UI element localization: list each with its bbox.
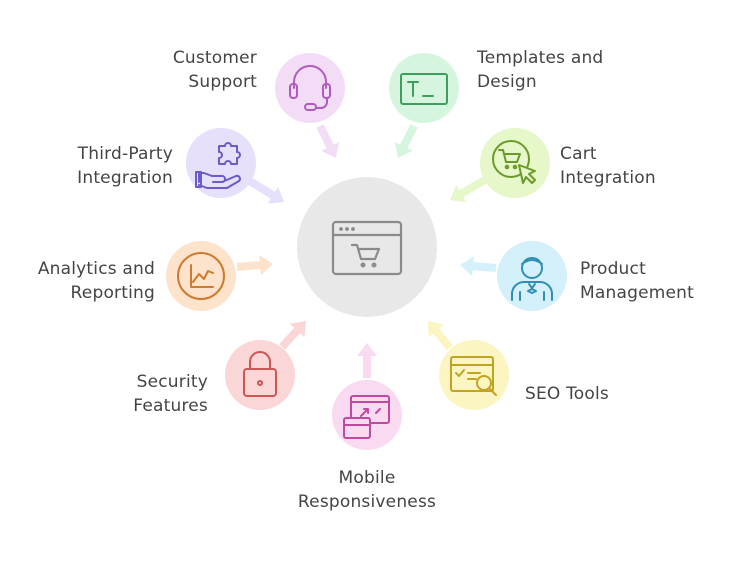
arrow-cart-integration: [450, 176, 487, 203]
feature-label-customer-support: Customer Support: [172, 48, 257, 92]
feature-label-analytics-reporting: Analytics and Reporting: [37, 259, 155, 303]
arrow-templates-design: [394, 124, 418, 158]
feature-label-mobile-responsiveness: Mobile Responsiveness: [297, 468, 437, 512]
feature-label-seo-tools: SEO Tools: [525, 384, 609, 404]
arrow-seo-tools: [428, 321, 454, 351]
feature-node-analytics-reporting: [166, 241, 236, 311]
feature-node-customer-support: [275, 53, 345, 123]
arrow-mobile-responsiveness: [357, 343, 377, 378]
online-store-icon: [331, 220, 403, 276]
feature-node-seo-tools: [439, 340, 509, 410]
feature-node-product-management: [497, 241, 567, 311]
feature-label-cart-integration: Cart Integration: [560, 144, 656, 188]
responsive-devices-icon: [343, 395, 390, 439]
feature-label-templates-design: Templates and Design: [477, 48, 604, 92]
manager-icon: [511, 257, 553, 301]
feature-label-product-management: Product Management: [580, 259, 694, 303]
arrow-customer-support: [316, 124, 340, 158]
seo-search-icon: [450, 356, 497, 396]
puzzle-hand-icon: [195, 142, 241, 189]
headset-icon: [289, 65, 331, 111]
feature-node-cart-integration: [480, 128, 550, 198]
arrow-analytics-reporting: [236, 255, 273, 275]
arrow-security-features: [279, 321, 306, 350]
feature-label-security-features: Security Features: [133, 372, 208, 416]
padlock-icon: [243, 351, 277, 397]
cart-cursor-icon: [492, 140, 536, 184]
arrow-product-management: [460, 256, 497, 276]
feature-label-third-party-integration: Third-Party Integration: [77, 144, 173, 188]
center-node: [297, 177, 437, 317]
feature-node-templates-design: [389, 53, 459, 123]
line-chart-icon: [177, 252, 225, 300]
template-icon: [400, 73, 448, 105]
feature-node-security-features: [225, 340, 295, 410]
feature-node-mobile-responsiveness: [332, 380, 402, 450]
arrow-third-party-integration: [245, 176, 284, 204]
feature-node-third-party-integration: [186, 128, 256, 198]
